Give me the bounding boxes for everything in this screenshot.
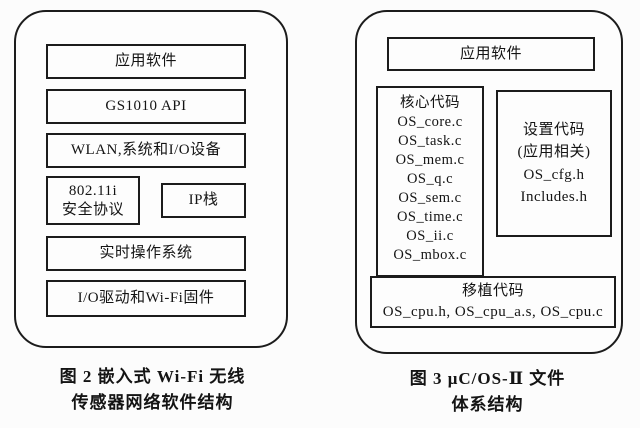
left-box-rtos-label: 实时操作系统	[99, 245, 193, 262]
left-box-wlan-system-io-label: WLAN,系统和I/O设备	[70, 142, 222, 159]
right-box-application-software-label: 应用软件	[459, 45, 522, 62]
right-box-core-code: 核心代码 OS_core.c OS_task.c OS_mem.c OS_q.c…	[376, 86, 484, 277]
left-box-wlan-system-io: WLAN,系统和I/O设备	[46, 133, 246, 168]
config-code-file: OS_cfg.h	[523, 166, 585, 183]
config-code-subtitle: (应用相关)	[517, 144, 591, 160]
core-code-file: OS_mbox.c	[393, 247, 467, 263]
left-box-gs1010-api-label: GS1010 API	[105, 98, 187, 115]
right-caption-line2: 体系结构	[451, 395, 524, 415]
core-code-file: OS_time.c	[396, 209, 464, 225]
left-diagram-caption: 图 2 嵌入式 Wi-Fi 无线 传感器网络软件结构	[30, 364, 275, 417]
left-diagram-container: 应用软件 GS1010 API WLAN,系统和I/O设备 802.11i 安全…	[14, 10, 288, 348]
right-diagram-caption: 图 3 μC/OS-Ⅱ 文件 体系结构	[370, 366, 605, 419]
left-box-80211i-line2: 安全协议	[61, 201, 124, 218]
left-box-io-driver-firmware: I/O驱动和Wi-Fi固件	[46, 280, 246, 317]
left-box-application-software-label: 应用软件	[114, 53, 177, 70]
core-code-file: OS_ii.c	[406, 228, 454, 244]
core-code-file: OS_sem.c	[398, 190, 462, 206]
core-code-file: OS_q.c	[406, 171, 454, 187]
left-box-io-driver-firmware-label: I/O驱动和Wi-Fi固件	[77, 290, 215, 307]
left-box-80211i-security: 802.11i 安全协议	[46, 176, 140, 225]
port-code-files: OS_cpu.h, OS_cpu_a.s, OS_cpu.c	[382, 304, 604, 320]
left-caption-line2: 传感器网络软件结构	[71, 393, 234, 413]
left-box-ip-stack: IP栈	[161, 183, 246, 218]
right-box-application-software: 应用软件	[387, 37, 595, 71]
left-box-application-software: 应用软件	[46, 44, 246, 79]
right-caption-line1: 图 3 μC/OS-Ⅱ 文件	[409, 369, 566, 388]
port-code-title: 移植代码	[461, 283, 524, 299]
left-box-rtos: 实时操作系统	[46, 236, 246, 271]
core-code-file: OS_core.c	[397, 114, 463, 130]
left-box-80211i-line1: 802.11i	[68, 182, 118, 199]
left-box-gs1010-api: GS1010 API	[46, 89, 246, 124]
left-box-ip-stack-label: IP栈	[188, 192, 219, 209]
right-box-port-code: 移植代码 OS_cpu.h, OS_cpu_a.s, OS_cpu.c	[370, 276, 616, 328]
core-code-file: OS_mem.c	[395, 152, 465, 168]
config-code-title: 设置代码	[522, 121, 585, 138]
core-code-title: 核心代码	[400, 95, 460, 111]
right-diagram-container: 应用软件 核心代码 OS_core.c OS_task.c OS_mem.c O…	[355, 10, 623, 354]
left-caption-line1: 图 2 嵌入式 Wi-Fi 无线	[59, 367, 246, 386]
config-code-file: Includes.h	[520, 189, 588, 205]
right-box-config-code: 设置代码 (应用相关) OS_cfg.h Includes.h	[496, 90, 612, 237]
core-code-file: OS_task.c	[398, 133, 462, 149]
